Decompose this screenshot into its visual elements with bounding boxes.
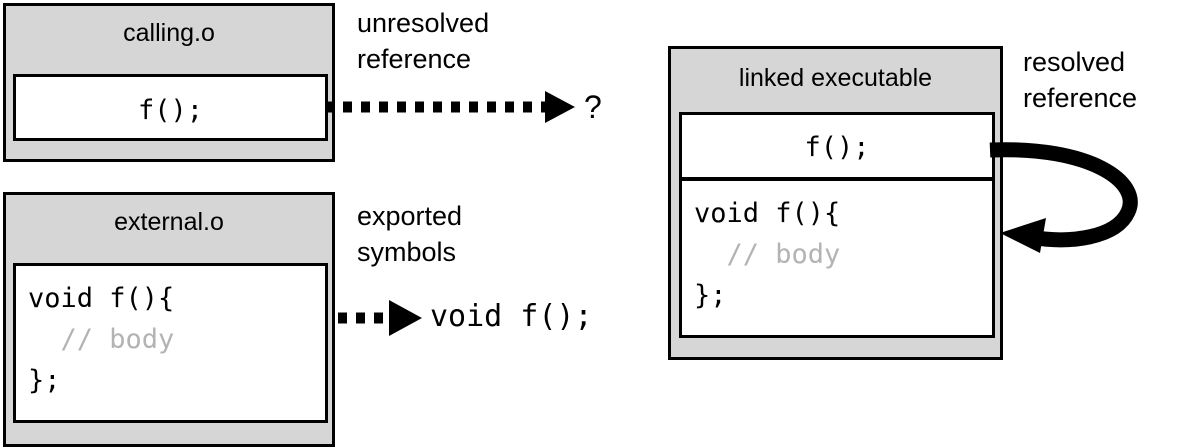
linked-call-code-line: f(); bbox=[804, 132, 870, 163]
external-o-comment-text: // body bbox=[28, 324, 175, 355]
resolved-reference-arrow bbox=[989, 142, 1138, 253]
module-calling-o: calling.o f(); bbox=[3, 3, 335, 162]
module-linked-executable: linked executable f(); void f(){ // body… bbox=[668, 46, 1003, 360]
external-o-code-comment: // body bbox=[28, 319, 325, 360]
unresolved-target-question-mark: ? bbox=[584, 89, 602, 125]
calling-o-code-panel: f(); bbox=[13, 74, 328, 141]
external-o-code-panel: void f(){ // body }; bbox=[13, 263, 328, 423]
external-o-code-line-3: }; bbox=[28, 365, 61, 396]
resolved-arrow-curve bbox=[989, 142, 1138, 248]
external-o-code-line-1: void f(){ bbox=[28, 283, 175, 314]
resolved-arrow-head bbox=[1000, 218, 1046, 253]
calling-o-code-line: f(); bbox=[137, 95, 204, 126]
module-linked-executable-title: linked executable bbox=[738, 64, 933, 92]
linked-def-comment-text: // body bbox=[694, 239, 841, 270]
module-calling-o-title: calling.o bbox=[123, 19, 215, 47]
linked-def-line-3: }; bbox=[694, 280, 727, 311]
exported-symbols-arrow bbox=[338, 300, 422, 336]
unresolved-arrow-head bbox=[545, 91, 575, 123]
module-external-o-title: external.o bbox=[114, 208, 224, 236]
linked-call-panel: f(); bbox=[679, 112, 995, 179]
linked-definition-panel: void f(){ // body }; bbox=[679, 178, 995, 338]
module-external-o: external.o void f(){ // body }; bbox=[3, 192, 335, 447]
exported-symbols-label: exported symbols bbox=[357, 201, 463, 267]
linked-def-line-1: void f(){ bbox=[694, 198, 841, 229]
exported-arrow-head bbox=[389, 300, 422, 336]
unresolved-reference-arrow bbox=[325, 91, 575, 123]
exported-symbols-target-signature: void f(); bbox=[430, 299, 593, 334]
resolved-reference-label: resolved reference bbox=[1023, 47, 1138, 113]
unresolved-reference-label: unresolved reference bbox=[357, 8, 490, 74]
linked-def-comment: // body bbox=[694, 234, 992, 275]
